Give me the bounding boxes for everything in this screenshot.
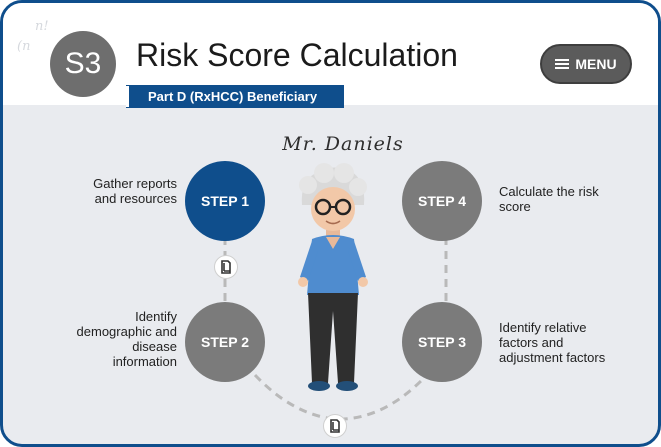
step-1-button[interactable]: STEP 1 xyxy=(185,161,265,241)
list-menu-icon xyxy=(555,59,570,69)
math-decoration-line-2: (n xyxy=(17,39,31,54)
step-2-description: Identify demographic and disease informa… xyxy=(76,309,177,369)
menu-button[interactable]: MENU xyxy=(540,44,632,84)
character-name: Mr. Daniels xyxy=(282,133,404,155)
character-head xyxy=(311,187,355,239)
step-4-description: Calculate the risk score xyxy=(499,184,599,214)
step-2-button[interactable]: STEP 2 xyxy=(185,302,265,382)
page-title: Risk Score Calculation xyxy=(136,37,458,73)
step-3-description: Identify relative factors and adjustment… xyxy=(499,320,606,365)
character-shirt xyxy=(300,235,366,295)
character-pants xyxy=(308,293,358,383)
section-badge: S3 xyxy=(50,31,116,97)
subtitle-banner: Part D (RxHCC) Beneficiary xyxy=(126,85,344,108)
menu-button-label: MENU xyxy=(575,56,617,72)
character-shoes xyxy=(308,381,358,391)
header: n! (n S3 Risk Score Calculation Part D (… xyxy=(3,3,658,108)
step-3-button[interactable]: STEP 3 xyxy=(402,302,482,382)
document-icon xyxy=(214,255,238,279)
character-illustration xyxy=(298,163,368,391)
step-4-button[interactable]: STEP 4 xyxy=(402,161,482,241)
math-decoration-line-1: n! xyxy=(35,19,49,34)
character-hands xyxy=(298,277,368,287)
document-icon xyxy=(323,414,347,438)
step-1-description: Gather reports and resources xyxy=(93,176,177,206)
subtitle-accent xyxy=(126,86,129,107)
math-decoration: n! (n xyxy=(9,9,69,69)
